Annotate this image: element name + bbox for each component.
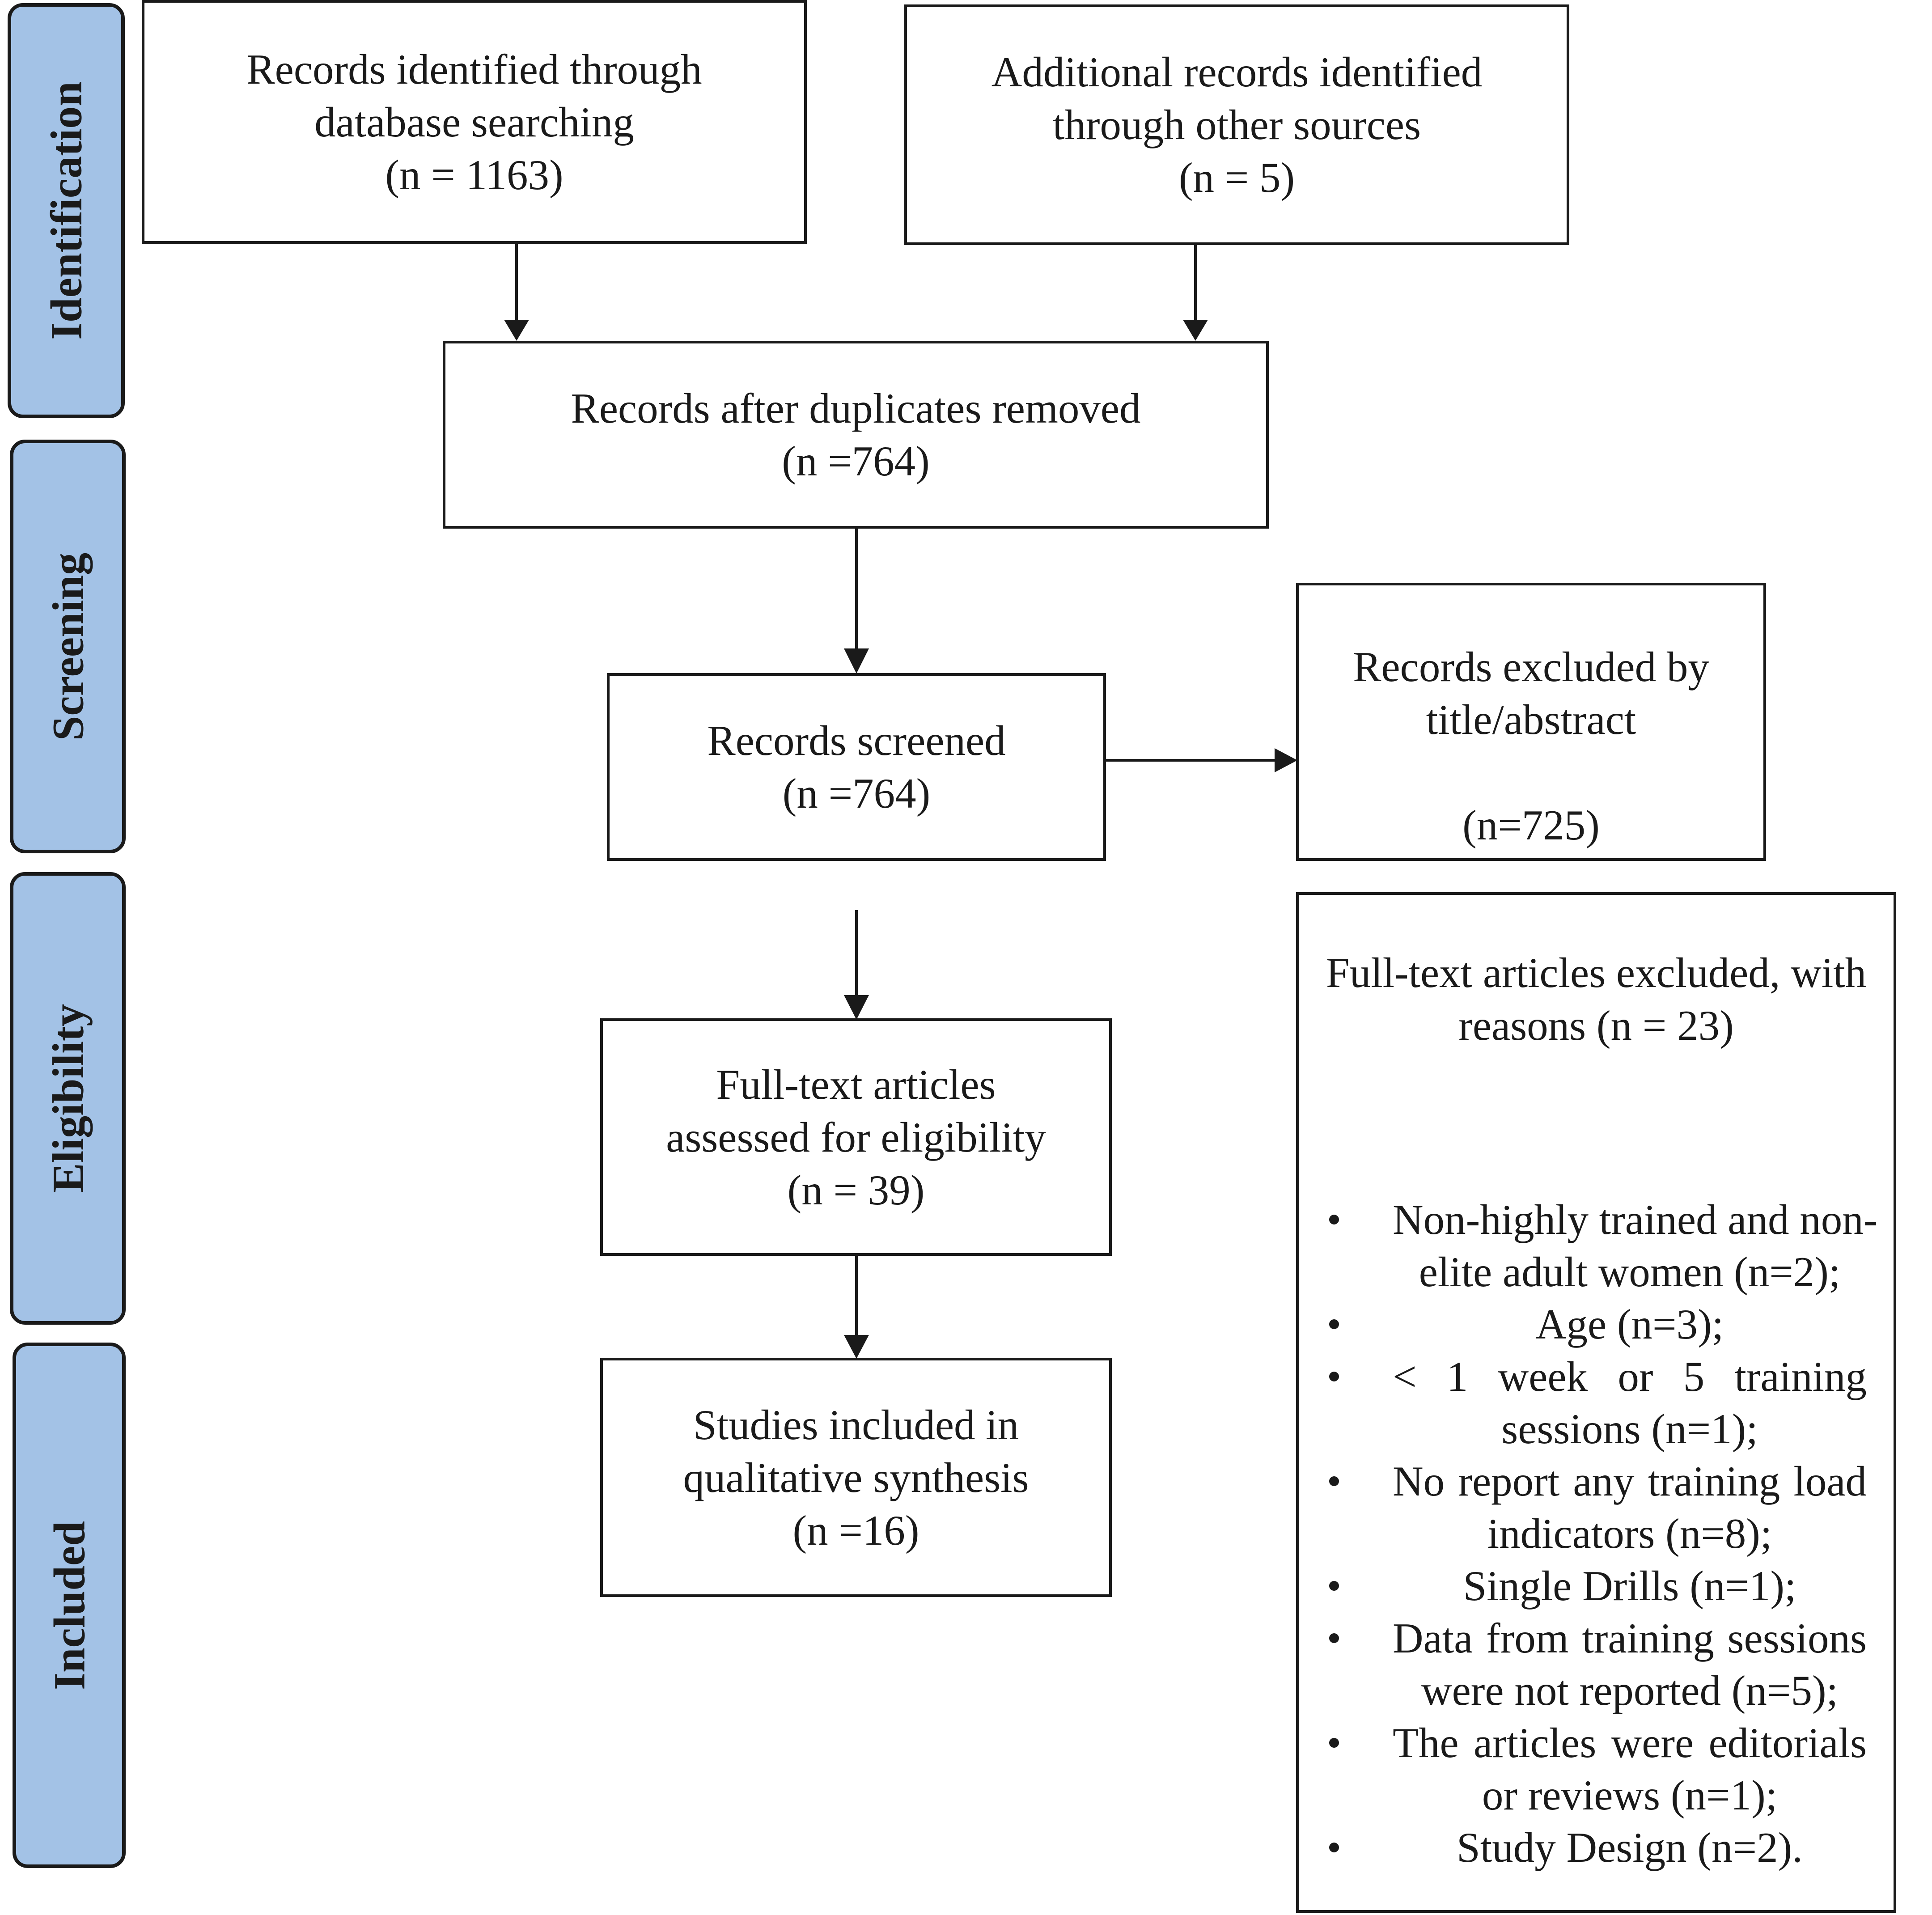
box-line: assessed for eligibility	[666, 1113, 1046, 1161]
arrowhead-screened	[844, 648, 869, 674]
arrowhead-database	[504, 320, 529, 341]
studies-included-box: Studies included in qualitative synthesi…	[600, 1358, 1112, 1597]
reason-line: Age (n=3);	[1535, 1301, 1724, 1348]
box-line: (n=725)	[1462, 801, 1600, 849]
arrowhead-fulltext	[844, 995, 869, 1020]
reason-line: sessions (n=1);	[1501, 1405, 1758, 1453]
records-excluded-box: Records excluded by title/abstract (n=72…	[1296, 583, 1766, 861]
reason-line: were not reported (n=5);	[1421, 1667, 1838, 1714]
box-line: Additional records identified	[991, 48, 1483, 96]
box-line: Full-text articles excluded, with	[1326, 949, 1867, 996]
box-line: Records after duplicates removed	[571, 385, 1141, 432]
box-line: database searching	[314, 98, 634, 146]
reason-line: Data from training sessions	[1393, 1614, 1867, 1662]
duplicates-removed-box: Records after duplicates removed (n =764…	[443, 341, 1269, 529]
exclusion-reason-item: Study Design (n=2).	[1299, 1822, 1894, 1874]
records-screened-box: Records screened (n =764)	[607, 673, 1106, 861]
other-sources-box: Additional records identified through ot…	[904, 4, 1569, 245]
phase-label-eligibility: Eligibility	[43, 1004, 93, 1193]
reason-line: Single Drills (n=1);	[1463, 1562, 1796, 1610]
box-line: Records identified through	[246, 45, 702, 93]
box-line: (n =764)	[782, 770, 931, 817]
bullet-icon	[1329, 1215, 1339, 1224]
reason-line: Non-highly trained and non-	[1393, 1196, 1878, 1243]
phase-label-screening: Screening	[43, 552, 93, 741]
arrowhead-other	[1183, 320, 1208, 341]
box-line: (n =764)	[782, 437, 930, 485]
box-line: Records screened	[707, 717, 1006, 764]
bullet-icon	[1329, 1319, 1339, 1329]
database-records-box: Records identified through database sear…	[142, 0, 807, 244]
exclusion-reason-item: Data from training sessions were not rep…	[1299, 1612, 1894, 1717]
box-line: Full-text articles	[716, 1060, 996, 1108]
reason-line: elite adult women (n=2);	[1419, 1248, 1841, 1296]
exclusion-reason-item: Non-highly trained and non- elite adult …	[1299, 1194, 1894, 1298]
bullet-icon	[1329, 1738, 1339, 1748]
box-line: title/abstract	[1426, 696, 1636, 743]
phase-screening: Screening	[10, 440, 126, 853]
exclusion-reason-item: The articles were editorials or reviews …	[1299, 1717, 1894, 1822]
arrowhead-included	[844, 1335, 869, 1359]
fulltext-assessed-box: Full-text articles assessed for eligibil…	[600, 1018, 1112, 1256]
fulltext-excluded-title: Full-text articles excluded, with reason…	[1299, 946, 1894, 1052]
box-line: (n = 1163)	[385, 151, 564, 199]
exclusion-reason-item: < 1 week or 5 training sessions (n=1);	[1299, 1351, 1894, 1455]
exclusion-reasons-list: Non-highly trained and non- elite adult …	[1299, 1194, 1894, 1874]
bullet-icon	[1329, 1372, 1339, 1381]
arrowhead-excluded	[1275, 748, 1297, 772]
phase-label-identification: Identification	[41, 81, 91, 340]
box-line: through other sources	[1052, 101, 1421, 148]
box-line: (n = 5)	[1178, 154, 1295, 201]
bullet-icon	[1329, 1581, 1339, 1591]
box-line: (n = 39)	[787, 1166, 925, 1214]
exclusion-reason-item: Age (n=3);	[1299, 1298, 1894, 1351]
exclusion-reason-item: No report any training load indicators (…	[1299, 1455, 1894, 1560]
phase-included: Included	[13, 1343, 126, 1868]
bullet-icon	[1329, 1476, 1339, 1486]
reason-line: No report any training load	[1393, 1457, 1867, 1505]
phase-label-included: Included	[44, 1521, 94, 1690]
reason-line: indicators (n=8);	[1487, 1510, 1772, 1557]
reason-line: The articles were editorials	[1393, 1719, 1867, 1767]
bullet-icon	[1329, 1633, 1339, 1643]
phase-eligibility: Eligibility	[10, 872, 126, 1325]
box-line: qualitative synthesis	[683, 1453, 1029, 1501]
bullet-icon	[1329, 1843, 1339, 1852]
exclusion-reason-item: Single Drills (n=1);	[1299, 1560, 1894, 1612]
box-line: (n =16)	[792, 1506, 919, 1554]
box-line: Studies included in	[693, 1401, 1019, 1449]
fulltext-excluded-box: Full-text articles excluded, with reason…	[1296, 892, 1896, 1913]
box-line: reasons (n = 23)	[1458, 1002, 1734, 1049]
phase-identification: Identification	[8, 3, 125, 418]
reason-line: < 1 week or 5 training	[1393, 1353, 1867, 1400]
reason-line: Study Design (n=2).	[1457, 1824, 1803, 1871]
box-line: Records excluded by	[1353, 643, 1709, 691]
reason-line: or reviews (n=1);	[1482, 1771, 1778, 1819]
